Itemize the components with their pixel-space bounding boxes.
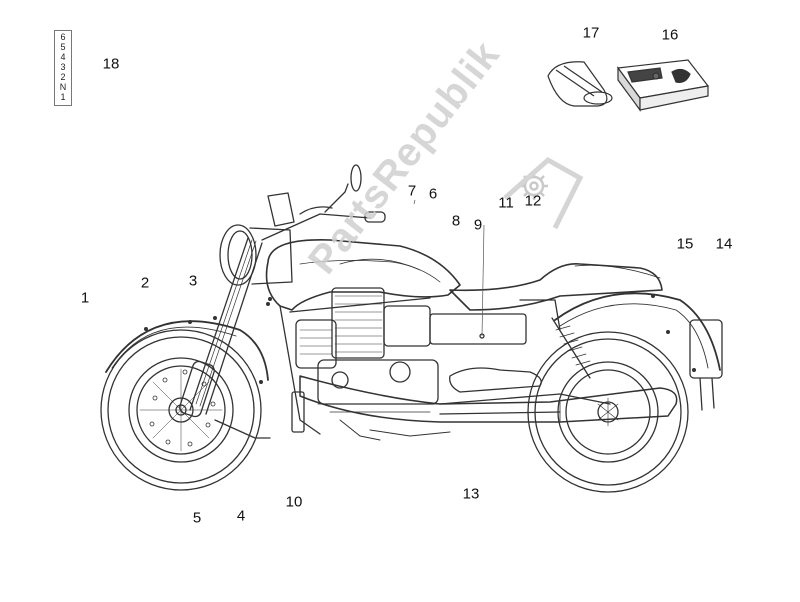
callout-10: 10 xyxy=(285,493,303,511)
rolled-pouch-icon xyxy=(547,61,613,107)
gear-icon xyxy=(503,156,584,230)
rear-shock xyxy=(551,317,591,379)
gear-label: 6 xyxy=(60,32,66,42)
callout-15: 15 xyxy=(676,235,694,253)
handlebar xyxy=(261,164,386,241)
engine xyxy=(295,287,527,413)
gear-label: 4 xyxy=(60,52,66,62)
rear-fender xyxy=(554,292,721,371)
callout-6: 6 xyxy=(428,185,438,203)
callout-11: 11 xyxy=(498,194,514,212)
headlight xyxy=(219,192,295,286)
front-fork xyxy=(179,237,271,439)
callout-18: 18 xyxy=(102,55,120,73)
callout-13: 13 xyxy=(462,485,480,503)
callout-17: 17 xyxy=(582,24,600,42)
manual-booklet-icon xyxy=(616,59,710,112)
gear-indicator-legend: 6 5 4 3 2 N 1 xyxy=(54,30,72,106)
callout-7: 7 xyxy=(407,182,417,200)
callout-1: 1 xyxy=(80,289,90,307)
exhaust xyxy=(299,375,678,423)
gear-label: 3 xyxy=(60,62,66,72)
seat xyxy=(449,263,663,311)
tail-light xyxy=(689,319,723,379)
gear-label: N xyxy=(59,82,67,92)
callout-12: 12 xyxy=(524,192,542,210)
gear-label: 5 xyxy=(60,42,66,52)
callout-2: 2 xyxy=(140,274,150,292)
callout-5: 5 xyxy=(192,509,202,527)
callout-8: 8 xyxy=(451,212,461,230)
callout-16: 16 xyxy=(661,26,679,44)
callout-9: 9 xyxy=(473,216,483,234)
side-stand-spring xyxy=(291,391,305,433)
fuel-tank xyxy=(265,239,461,311)
gear-label: 2 xyxy=(60,72,66,82)
gear-label: 1 xyxy=(60,92,66,102)
rear-wheel xyxy=(527,331,689,493)
front-fender xyxy=(105,320,269,381)
frame xyxy=(279,297,611,435)
callout-14: 14 xyxy=(715,235,733,253)
callout-3: 3 xyxy=(188,272,198,290)
callout-4: 4 xyxy=(236,507,246,525)
